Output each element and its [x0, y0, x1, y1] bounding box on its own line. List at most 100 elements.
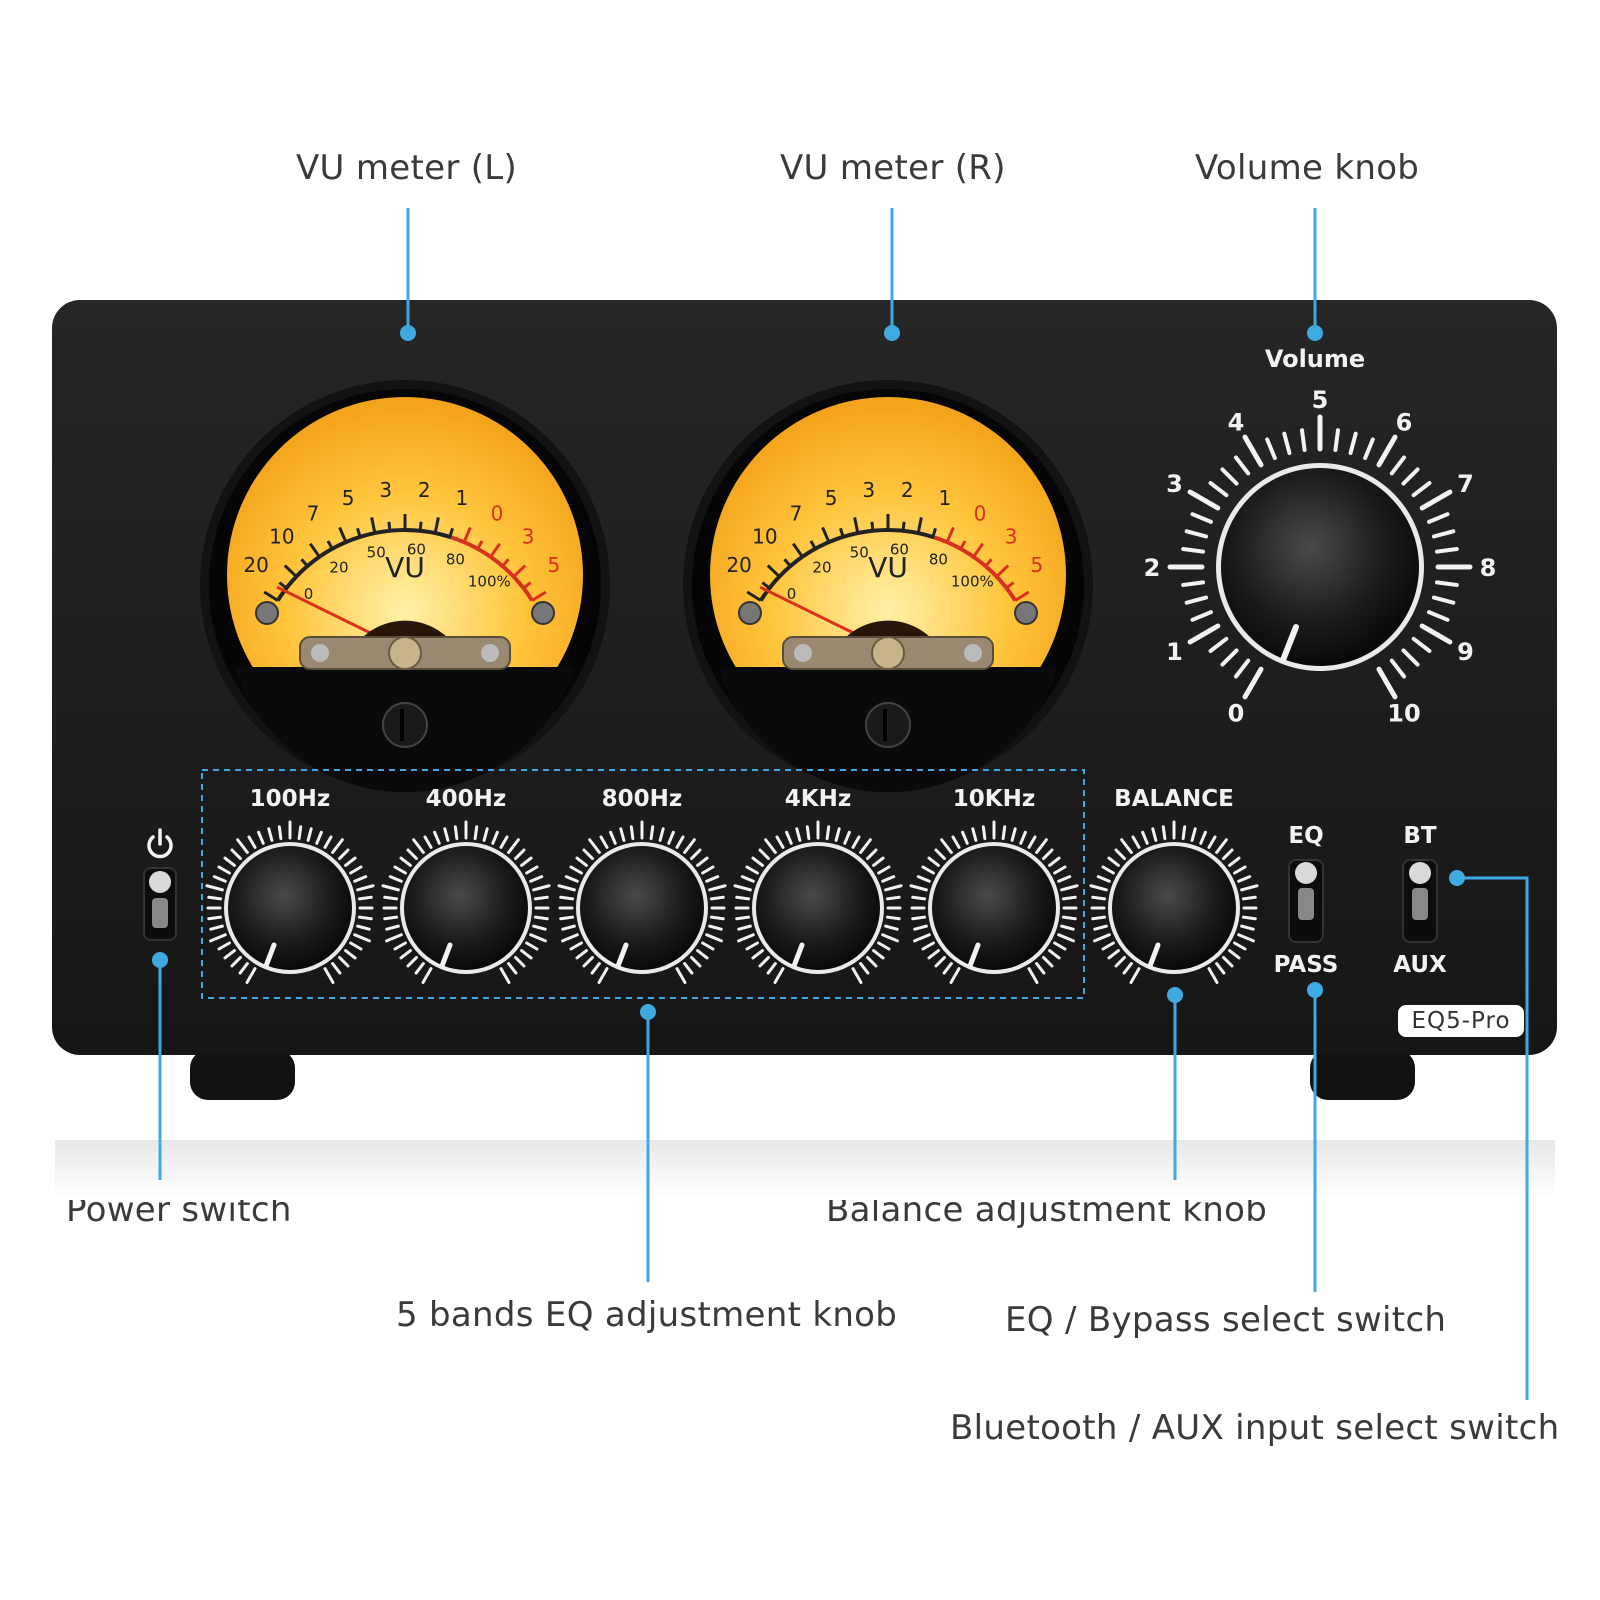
eq-knob-tick [559, 895, 575, 901]
volume-tick [1389, 658, 1407, 679]
vu-db-label: 2 [901, 478, 914, 502]
eq-knob-tick [683, 838, 696, 854]
balance-knob-tick [1093, 924, 1108, 931]
vu-pivot [388, 636, 422, 670]
eq-knob-tick [785, 830, 793, 845]
vu-tick [476, 540, 484, 550]
eq-knob-tick [775, 835, 785, 849]
power-icon [147, 828, 173, 859]
eq-knob-tick [529, 933, 547, 943]
eq-knob-tick [344, 856, 357, 867]
eq-knob-tick [1053, 865, 1067, 875]
balance-knob-tick [1207, 967, 1219, 984]
eq-knob[interactable] [752, 842, 884, 974]
eq-knob-tick [735, 915, 751, 921]
volume-scale-number: 5 [1312, 386, 1329, 414]
balance-knob-tick [1089, 884, 1108, 892]
volume-knob[interactable] [1216, 463, 1424, 671]
balance-knob-tick [1129, 967, 1141, 984]
eq-knob-tick [599, 835, 609, 849]
vu-percent-label: 100% [468, 572, 511, 590]
vu-arc-red [933, 535, 1017, 602]
eq-knob-tick [701, 865, 715, 875]
foot-left [190, 1050, 295, 1100]
volume-scale-number: 4 [1228, 409, 1245, 437]
eq-knob-tick [745, 941, 759, 951]
eq-knob-tick [230, 955, 243, 968]
eq-knob-tick [881, 933, 899, 943]
vu-tick [972, 542, 984, 558]
vu-tick [945, 526, 955, 543]
eq-knob-tick [356, 924, 371, 931]
eq-knob-tick [971, 827, 978, 842]
eq-knob-tick [421, 967, 433, 984]
input-switch-bottom-label: AUX [1393, 952, 1447, 978]
eq-knob-tick [491, 830, 499, 845]
vu-tick [839, 527, 845, 538]
vu-tick [462, 526, 472, 543]
vu-db-label: 0 [974, 502, 987, 526]
eq-knob[interactable] [576, 842, 708, 974]
vu-tick [995, 564, 1010, 578]
volume-tick [1208, 480, 1229, 498]
eq-knob-tick [1035, 962, 1046, 975]
eq-knob[interactable] [928, 842, 1060, 974]
vu-percent-label: 0 [304, 585, 314, 603]
eq-knob-tick [207, 895, 223, 901]
vu-percent-label: 20 [329, 559, 348, 577]
eq-knob-tick [353, 933, 371, 943]
eq-knob-tick [795, 827, 802, 842]
eq-knob-tick [388, 875, 403, 883]
balance-knob-tick [1091, 895, 1107, 901]
eq-knob-tick [709, 895, 725, 901]
vu-tick [853, 517, 860, 534]
eq-knob-tick [961, 830, 969, 845]
eq-knob-tick [230, 848, 243, 861]
floor-reflection [55, 1140, 1555, 1200]
volume-tick [1208, 636, 1229, 654]
eq-knob[interactable] [400, 842, 532, 974]
eq-knob-tick [569, 941, 583, 951]
eq-switch-top-label: EQ [1288, 823, 1323, 849]
callout-eq-bypass-switch: EQ / Bypass select switch [1005, 1300, 1447, 1340]
eq-band-label: 4KHz [785, 786, 851, 812]
eq-knob-tick [209, 933, 227, 943]
power-switch[interactable] [143, 867, 177, 941]
balance-knob[interactable] [1108, 842, 1240, 974]
eq-group-frame [201, 769, 1085, 999]
eq-knob-tick [443, 827, 450, 842]
input-select-switch[interactable] [1402, 859, 1438, 943]
vu-db-label: 7 [790, 502, 803, 526]
vu-pivot [871, 636, 905, 670]
eq-knob-tick [207, 915, 223, 921]
eq-band-label: 400Hz [426, 786, 507, 812]
eq-knob-tick [913, 933, 931, 943]
eq-bypass-switch[interactable] [1288, 859, 1324, 943]
eq-knob-tick [981, 825, 987, 841]
eq-knob-tick [399, 949, 412, 960]
eq-knob[interactable] [224, 842, 356, 974]
vu-tick [766, 564, 781, 578]
vu-tick [783, 558, 792, 568]
eq-knob-tick [582, 848, 595, 861]
balance-knob-tick [1240, 924, 1255, 931]
eq-knob-tick [349, 865, 363, 875]
vu-tick [418, 521, 423, 531]
eq-knob-tick [529, 875, 544, 883]
balance-knob-tick [1161, 825, 1167, 841]
eq-knob-tick [1027, 835, 1037, 849]
eq-knob-tick [267, 827, 274, 842]
eq-knob-tick [499, 835, 509, 849]
eq-knob-tick [773, 967, 785, 984]
volume-tick [1431, 595, 1456, 605]
eq-knob-tick [758, 955, 771, 968]
vu-tick [300, 558, 309, 568]
eq-knob-tick [805, 825, 811, 841]
volume-scale-number: 6 [1396, 409, 1413, 437]
volume-tick [1431, 529, 1456, 539]
eq-knob-tick [705, 875, 720, 883]
vu-arc-red [450, 535, 534, 602]
eq-knob-tick [507, 962, 518, 975]
volume-tick [1434, 546, 1459, 554]
volume-scale-number: 9 [1457, 638, 1474, 666]
